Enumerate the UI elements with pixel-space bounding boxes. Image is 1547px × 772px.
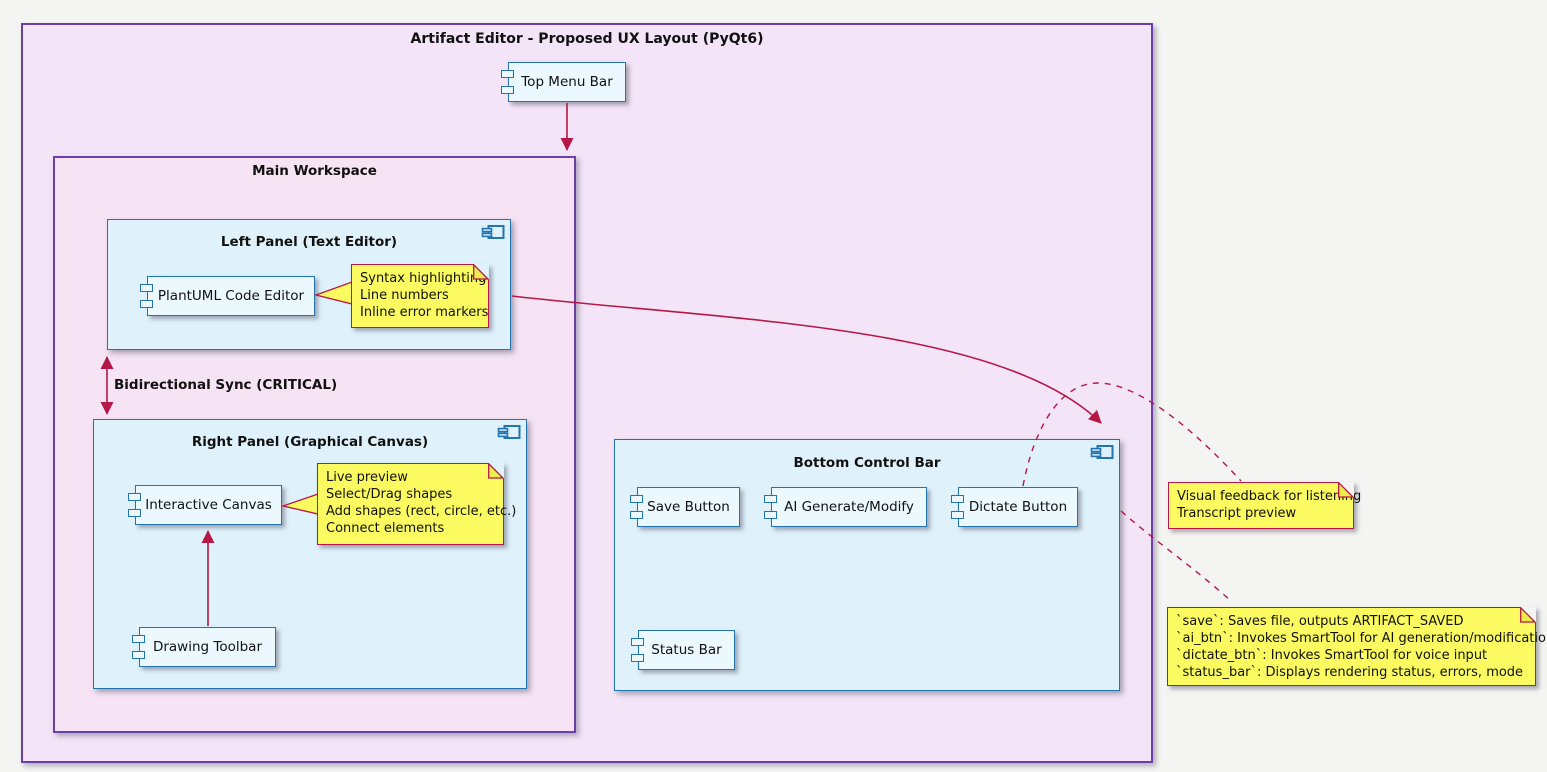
component-icon [497,425,521,439]
component-tab-icon [140,284,153,292]
component-tab-icon [630,495,643,503]
diagram-title: Artifact Editor - Proposed UX Layout (Py… [410,31,764,47]
component-tab-icon [501,70,514,78]
component-tab-icon [132,635,145,643]
note-canvas-features: Live preview Select/Drag shapes Add shap… [317,462,517,545]
bottom-control-bar-title: Bottom Control Bar [793,455,941,471]
component-drawing-toolbar: Drawing Toolbar [132,627,276,667]
component-tab-icon [764,495,777,503]
component-dictate-button: Dictate Button [951,487,1078,527]
status-bar-label: Status Bar [651,642,722,658]
component-tab-icon [132,651,145,659]
component-status-bar: Status Bar [631,630,735,670]
plantuml-code-editor-label: PlantUML Code Editor [157,288,305,304]
component-plantuml-code-editor: PlantUML Code Editor [140,276,315,316]
note-control-behaviors: `save`: Saves file, outputs ARTIFACT_SAV… [1167,606,1547,686]
drawing-toolbar-label: Drawing Toolbar [152,639,263,655]
component-top-menu-bar: Top Menu Bar [501,62,626,102]
save-button-label: Save Button [647,499,730,515]
note-line: `ai_btn`: Invokes SmartTool for AI gener… [1176,631,1547,646]
note-line: Line numbers [360,288,449,303]
note-fold-icon [473,263,490,280]
right-panel-title: Right Panel (Graphical Canvas) [191,434,429,450]
note-fold-icon [1338,481,1355,498]
main-workspace-title: Main Workspace [252,163,377,179]
dictate-button-label: Dictate Button [968,499,1068,515]
component-tab-icon [631,654,644,662]
note-line: `status_bar`: Displays rendering status,… [1176,665,1524,680]
component-tab-icon [128,509,141,517]
note-line: `dictate_btn`: Invokes SmartTool for voi… [1176,648,1488,663]
component-icon [481,225,505,239]
component-icon [1090,445,1114,459]
note-dictation-feedback: Visual feedback for listening Transcript… [1168,481,1362,529]
note-line: Select/Drag shapes [326,487,453,502]
note-line: Inline error markers [360,305,489,320]
component-tab-icon [630,511,643,519]
note-line: Live preview [326,470,408,485]
component-tab-icon [128,493,141,501]
top-menu-bar-label: Top Menu Bar [521,74,613,90]
note-line: `save`: Saves file, outputs ARTIFACT_SAV… [1176,614,1464,629]
component-tab-icon [951,511,964,519]
left-panel-title: Left Panel (Text Editor) [220,234,398,250]
component-interactive-canvas: Interactive Canvas [128,485,282,525]
bidirectional-sync-label: Bidirectional Sync (CRITICAL) [114,377,338,393]
component-save-button: Save Button [630,487,740,527]
note-line: Syntax highlighting [360,271,487,286]
note-fold-icon [488,462,505,479]
component-tab-icon [764,511,777,519]
note-line: Transcript preview [1177,506,1297,521]
note-line: Visual feedback for listening [1177,489,1362,504]
component-tab-icon [631,638,644,646]
note-line: Add shapes (rect, circle, etc.) [326,504,517,519]
component-ai-generate-modify: AI Generate/Modify [764,487,927,527]
component-tab-icon [140,300,153,308]
ai-generate-modify-label: AI Generate/Modify [784,499,914,515]
interactive-canvas-label: Interactive Canvas [145,497,272,513]
component-tab-icon [501,86,514,94]
note-fold-icon [1520,606,1537,623]
component-tab-icon [951,495,964,503]
note-line: Connect elements [326,521,445,536]
note-editor-features: Syntax highlighting Line numbers Inline … [351,263,490,328]
